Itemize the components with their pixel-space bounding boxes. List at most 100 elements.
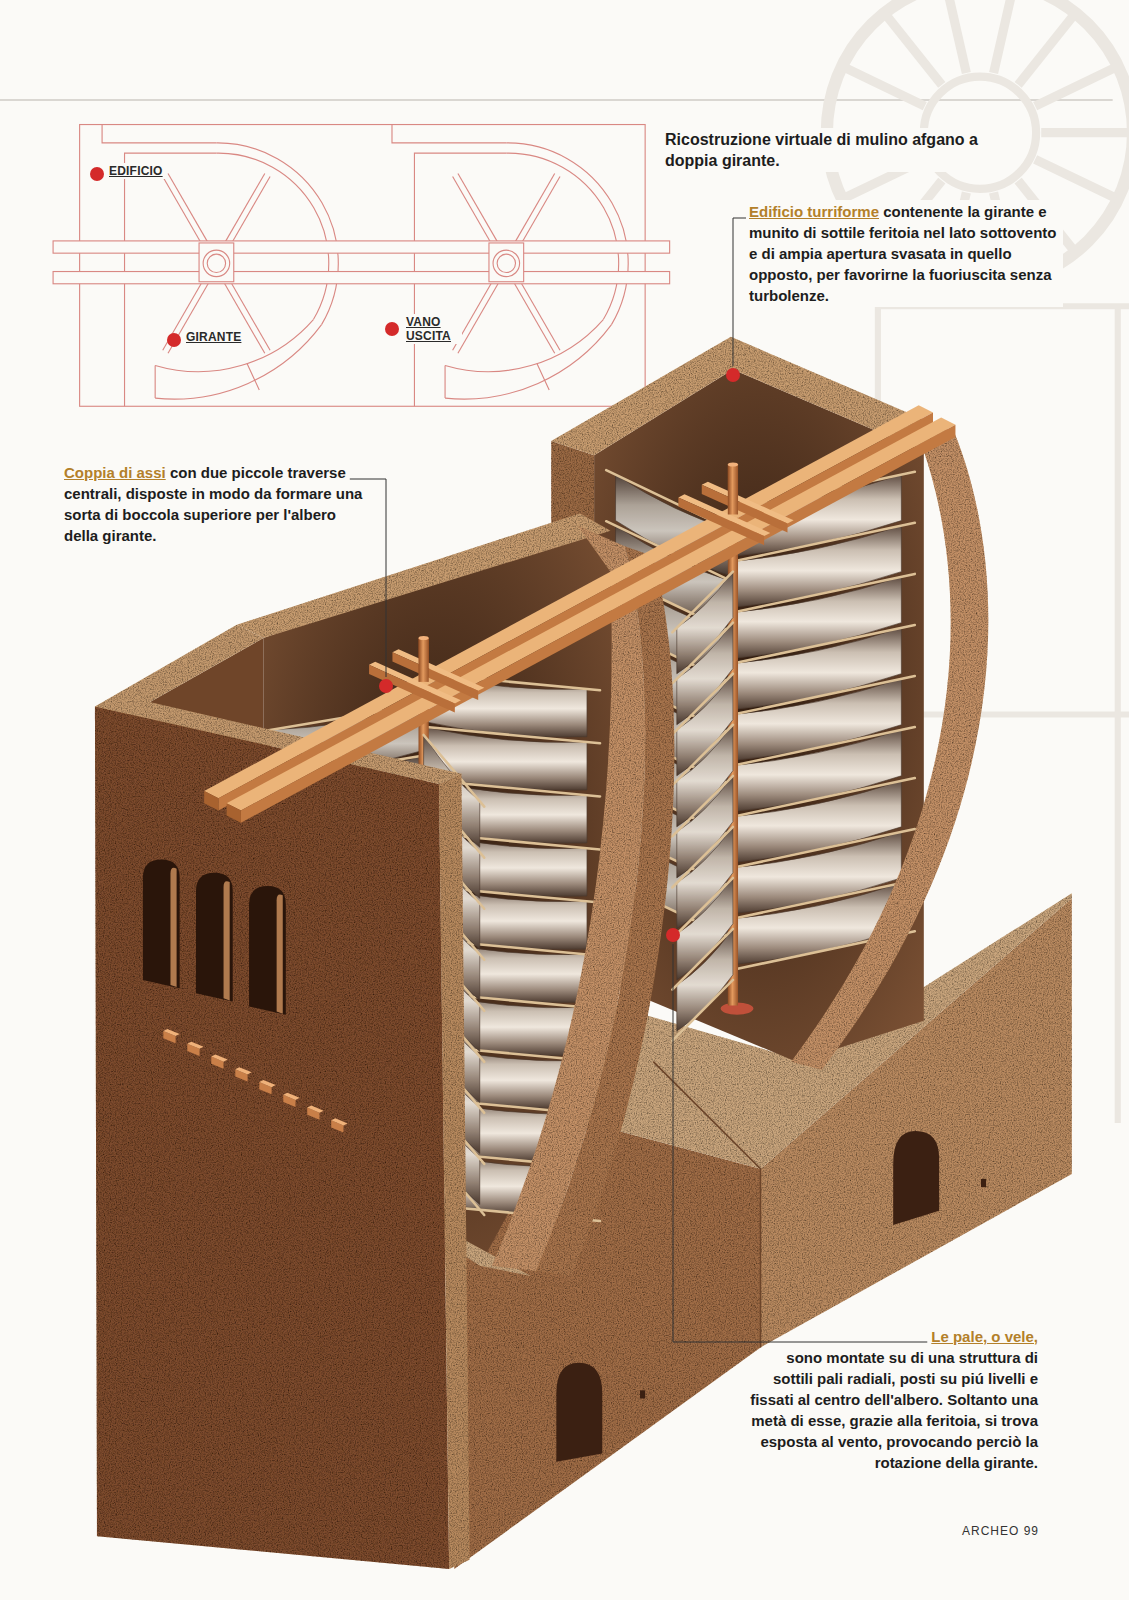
callout: Le pale, o vele,sono montate su di una s…	[748, 1326, 1038, 1473]
beam-end	[204, 791, 218, 810]
plan-exit	[155, 363, 259, 398]
plan-shaft	[493, 250, 520, 277]
radial-pole	[733, 574, 915, 613]
plan-spoke	[514, 283, 555, 354]
leader-line	[733, 218, 746, 366]
curved-wall	[791, 433, 988, 1070]
radial-pole	[672, 725, 733, 786]
plan-exit	[445, 363, 549, 398]
callout-dot	[379, 679, 393, 693]
plan-wall	[392, 125, 506, 143]
label-text: GIRANTE	[186, 330, 241, 344]
tower-front-wall	[95, 706, 449, 1569]
window-reveal	[224, 881, 230, 1000]
radial-pole	[733, 778, 915, 817]
base-crack	[653, 1062, 760, 1348]
traverse-side	[392, 652, 478, 700]
traverse-side	[702, 485, 788, 533]
label-text: sono montate su di una struttura di sott…	[750, 1349, 1038, 1471]
radial-pole	[672, 674, 733, 735]
shaft-top	[728, 462, 738, 466]
watermark-spoke	[946, 0, 966, 73]
radial-pole	[733, 625, 915, 664]
radial-pole	[672, 929, 733, 990]
window-reveal	[277, 894, 283, 1013]
callout: Edificio turriformecontenente la girante…	[747, 200, 1063, 307]
plan-wall	[506, 153, 618, 319]
rotor-shaft	[728, 464, 738, 514]
plan-spoke	[229, 176, 270, 247]
plan-beam	[53, 272, 670, 284]
radial-pole	[733, 727, 915, 766]
door-arch	[893, 1131, 939, 1225]
watermark-spoke	[1018, 15, 1074, 85]
plan-exit	[155, 325, 321, 399]
callout-dot	[167, 333, 181, 347]
plan-spoke	[519, 280, 560, 351]
plan-wall	[102, 125, 216, 143]
plan-spoke	[519, 176, 560, 247]
radial-pole	[733, 676, 915, 715]
leader-line	[350, 479, 386, 677]
callout-heading: Edificio turriforme	[749, 203, 879, 220]
callout-dot	[385, 322, 399, 336]
beam-end	[307, 1106, 323, 1113]
caption: Ricostruzione virtuale di mulino afgano …	[665, 131, 978, 169]
label-text: VANO USCITA	[406, 315, 451, 343]
wall-hole	[981, 1179, 986, 1187]
plan-shaft	[497, 254, 515, 272]
plan-spoke	[458, 283, 499, 354]
radial-pole	[733, 829, 915, 868]
radial-pole	[672, 827, 733, 888]
watermark-spoke	[886, 15, 942, 85]
plan-spoke	[514, 173, 555, 244]
plan-shaft	[207, 254, 225, 272]
plan-label: GIRANTE	[184, 329, 243, 345]
door-arch	[556, 1363, 602, 1462]
radial-pole	[672, 776, 733, 837]
plan-exit	[155, 320, 313, 372]
label-text: EDIFICIO	[109, 164, 163, 178]
callout: Coppia di assicon due piccole traverse c…	[64, 462, 364, 546]
traverse-top	[392, 649, 484, 691]
tower-wall-cut	[439, 774, 470, 1569]
plan-spoke	[458, 173, 499, 244]
rotor-shaft	[419, 638, 429, 682]
plan-wall	[216, 153, 328, 319]
window-reveal	[170, 868, 176, 987]
plan-exit	[445, 320, 603, 372]
beam-end	[283, 1093, 299, 1100]
callout-heading: Le pale, o vele,	[748, 1326, 1038, 1347]
plan-spoke	[224, 173, 265, 244]
sail-panel	[677, 929, 733, 1031]
plan-shaft	[203, 250, 230, 277]
callout-dot	[666, 928, 680, 942]
plan-bushing	[489, 243, 524, 282]
callout-heading: Coppia di assi	[64, 464, 166, 481]
beam-end	[187, 1042, 203, 1049]
label-text: ARCHEO 99	[962, 1524, 1039, 1538]
page-footer: ARCHEO 99	[962, 1524, 1039, 1538]
beam-end	[235, 1067, 251, 1074]
plan-frame	[80, 125, 646, 407]
watermark-spoke	[1035, 159, 1116, 198]
wall-hole	[640, 1390, 645, 1398]
plan-beam	[53, 241, 670, 253]
traverse-top	[702, 482, 794, 524]
radial-pole	[672, 623, 733, 684]
schematic-plan	[53, 125, 670, 407]
plan-exit	[445, 325, 611, 399]
plan-wall	[216, 143, 338, 325]
watermark-spoke	[994, 0, 1014, 73]
watermark-spoke	[1041, 128, 1129, 137]
radial-pole	[424, 727, 600, 744]
plan-spoke	[453, 176, 494, 247]
beam-end	[211, 1054, 227, 1061]
caption-box: Ricostruzione virtuale di mulino afgano …	[663, 128, 1012, 172]
plan-label: VANO USCITA	[404, 314, 462, 344]
callout-dot	[726, 368, 740, 382]
beam-side	[241, 425, 956, 823]
radial-pole	[672, 878, 733, 939]
